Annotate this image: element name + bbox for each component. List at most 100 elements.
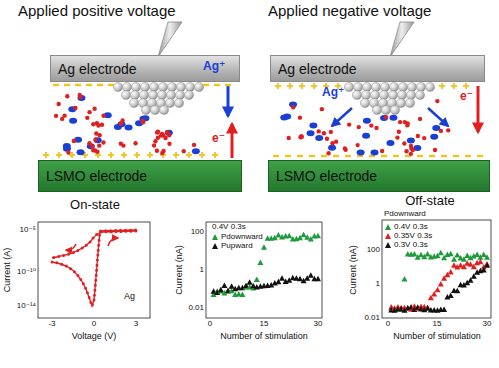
electron-dot — [298, 115, 302, 119]
electron-dot — [65, 94, 69, 98]
ag-atom — [121, 90, 130, 99]
positive-charge — [301, 83, 303, 89]
electron-dot — [95, 150, 99, 154]
legend-text: 0.35V 0.3s — [394, 231, 432, 240]
data-marker — [448, 251, 454, 256]
positive-charge — [136, 152, 138, 158]
electron-dot — [94, 131, 98, 135]
ag-atom — [129, 98, 138, 107]
legend-marker — [385, 224, 391, 230]
tick-label: 100 — [367, 246, 380, 255]
positive-charge — [465, 83, 467, 89]
electron-dot — [160, 151, 164, 155]
positive-charge — [214, 152, 216, 158]
ag-atom — [379, 90, 388, 99]
electron-dot — [54, 114, 58, 118]
positive-charge — [175, 152, 177, 158]
ag-atom — [362, 82, 371, 91]
electron-dot — [182, 149, 186, 153]
tick-label: -3 — [48, 320, 55, 329]
ag-atom — [344, 82, 353, 91]
ag-atom — [194, 82, 203, 91]
electrode-label: Ag electrode — [278, 61, 357, 77]
ag-ion — [363, 118, 371, 124]
ag-ion — [69, 118, 77, 124]
ag-atom — [167, 82, 176, 91]
ag-atom — [406, 90, 415, 99]
electron-dot — [85, 116, 89, 120]
negative-charge — [53, 84, 59, 86]
data-marker — [484, 262, 490, 268]
electron-dot — [300, 135, 304, 139]
electron-dot — [92, 107, 96, 111]
ag-atom — [130, 90, 139, 99]
data-marker — [411, 251, 417, 256]
electron-dot — [446, 128, 450, 132]
legend-marker — [385, 233, 391, 239]
electron-dot — [90, 144, 94, 148]
electron-dot — [374, 126, 378, 130]
negative-charge — [225, 84, 231, 86]
negative-charge — [381, 155, 387, 157]
data-marker — [254, 277, 260, 283]
negative-charge — [453, 155, 459, 157]
axis-title: Current (A) — [3, 248, 13, 293]
legend-entry: Pdownward — [212, 232, 263, 241]
electron-dot — [120, 118, 124, 122]
tick-label: 10⁻¹⁴ — [17, 302, 36, 311]
axis-title: Current (nA) — [175, 245, 185, 295]
tick-label: 100 — [191, 228, 204, 237]
electron-dot — [93, 137, 97, 141]
electron-dot — [439, 129, 443, 133]
data-marker — [221, 283, 227, 289]
iv-points — [52, 230, 136, 306]
ion-arrow — [428, 108, 448, 126]
electron-dot — [320, 107, 324, 111]
ag-ion — [407, 137, 415, 143]
data-marker — [315, 233, 321, 239]
tick-label: 10⁻⁵ — [20, 226, 36, 235]
tick-label: 15 — [433, 320, 442, 329]
ag-atom — [361, 90, 370, 99]
ag-atom — [139, 90, 148, 99]
electron-dot — [155, 130, 159, 134]
electron-dot — [395, 135, 399, 139]
legend-entry: 0.35V 0.3s — [385, 231, 432, 240]
ag-ion — [389, 115, 397, 121]
positive-charge — [110, 152, 112, 158]
data-marker — [229, 283, 235, 289]
data-marker — [454, 252, 460, 258]
electron-arrow — [231, 124, 234, 158]
positive-charge — [71, 152, 73, 158]
electron-dot — [325, 137, 329, 141]
positive-charge — [289, 83, 291, 89]
data-marker — [239, 291, 245, 297]
data-marker — [315, 276, 321, 282]
data-marker — [438, 250, 444, 256]
ag-atom — [372, 105, 381, 114]
negative-charge — [429, 155, 435, 157]
data-marker — [261, 244, 267, 250]
ag-atom — [148, 90, 157, 99]
negative-charge — [75, 84, 81, 86]
electron-dot — [133, 141, 137, 145]
electron-dot — [299, 134, 303, 138]
ag-ion — [315, 135, 323, 141]
iv-curve — [52, 231, 136, 258]
electron-dot — [404, 149, 408, 153]
negative-charge — [309, 155, 315, 157]
electron-dot — [355, 143, 359, 147]
electron-dot — [77, 93, 81, 97]
electron-label: e⁻ — [212, 132, 225, 145]
tick-label: 3 — [134, 320, 138, 329]
ag-atom — [166, 90, 175, 99]
ag-atom — [141, 105, 150, 114]
legend-text: Pupward — [221, 241, 253, 250]
negative-charge — [285, 155, 291, 157]
legend-text: 0.4V 0.3s — [394, 222, 428, 231]
tick-label: 0 — [208, 320, 212, 329]
ag-atom — [185, 82, 194, 91]
negative-charge — [345, 155, 351, 157]
legend-entry: 0.4V 0.3s — [385, 222, 428, 231]
axis-title: Voltage (V) — [72, 332, 117, 342]
